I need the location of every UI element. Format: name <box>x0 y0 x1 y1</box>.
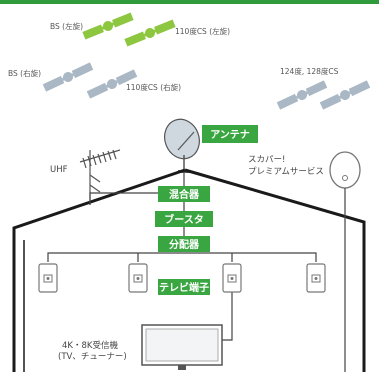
top-accent-bar <box>0 0 379 4</box>
uhf-antenna-icon <box>79 149 121 205</box>
label-cs124-128: 124度, 128度CS <box>280 66 339 76</box>
house-roof-left <box>12 168 186 372</box>
antenna-box <box>202 125 258 143</box>
label-cs110-left: 110度CS (左旋) <box>175 26 230 36</box>
satellite-cs110-left-icon <box>124 18 176 48</box>
tv-terminal-label: テレビ端子 <box>159 281 209 294</box>
mixer-box <box>158 186 210 202</box>
tv-outlet-icon <box>222 263 242 293</box>
skyperfect-dish-icon <box>329 151 361 189</box>
label-uhf: UHF <box>50 165 68 175</box>
label-cs110-right: 110度CS (右旋) <box>126 82 181 92</box>
label-skyperfect-line1: スカパー! <box>248 155 285 165</box>
tv-terminal-box <box>158 279 210 295</box>
mixer-label: 混合器 <box>169 188 200 201</box>
satellite-cs128-icon <box>319 79 371 111</box>
bs-cs-dish-icon <box>164 118 200 173</box>
booster-box <box>155 211 213 227</box>
distributor-box <box>158 236 210 252</box>
signal-wiring <box>47 173 346 372</box>
tv-outlet-icon <box>38 263 58 293</box>
tv-receiver-icon <box>141 324 223 370</box>
satellite-cs124-icon <box>276 79 328 111</box>
receiver-label-line2: (TV、チューナー) <box>58 352 127 362</box>
tv-outlet-icon <box>306 263 326 293</box>
label-bs-right: BS (右旋) <box>8 68 41 78</box>
booster-label: ブースタ <box>164 213 204 226</box>
label-skyperfect-line2: プレミアムサービス <box>248 167 324 177</box>
distributor-label: 分配器 <box>169 238 200 251</box>
satellite-bs-left-icon <box>82 11 134 41</box>
house-roof-right <box>184 168 366 372</box>
label-bs-left: BS (左旋) <box>50 21 83 31</box>
antenna-box-label: アンテナ <box>210 129 250 141</box>
tv-outlet-icon <box>128 263 148 293</box>
receiver-label-line1: 4K・8K受信機 <box>62 340 118 351</box>
satellite-bs-right-icon <box>42 61 94 93</box>
